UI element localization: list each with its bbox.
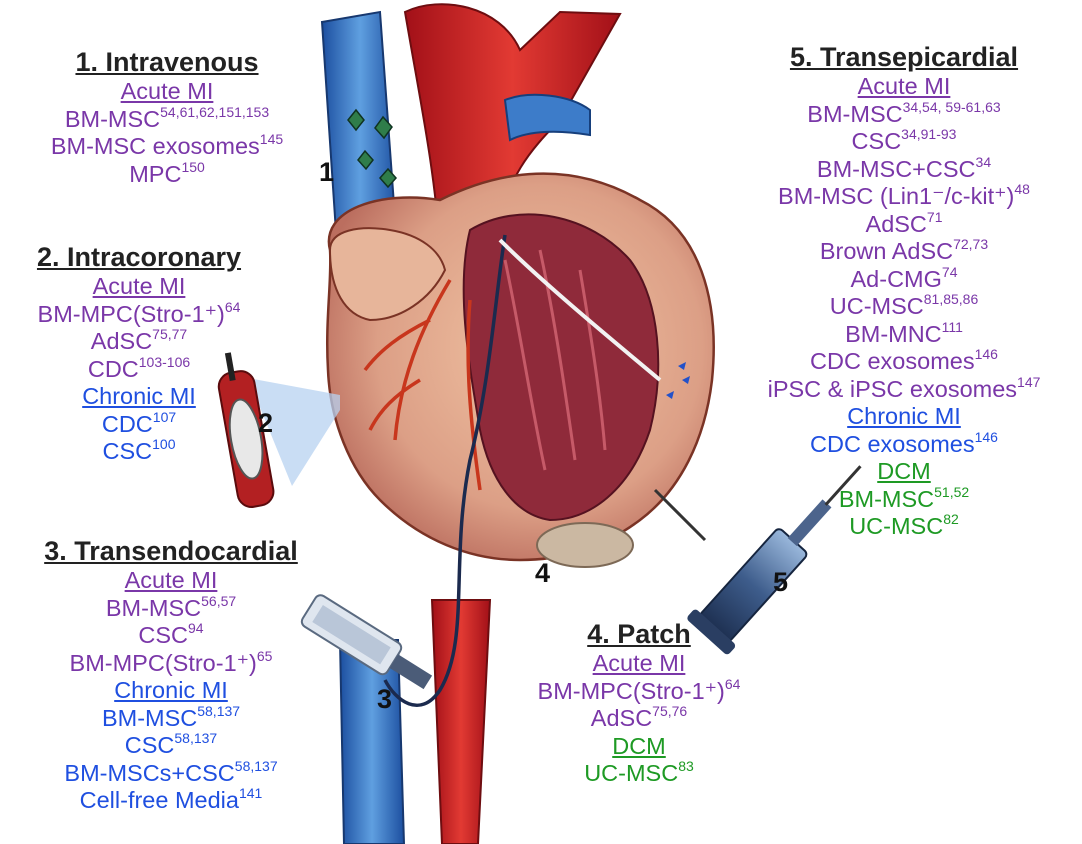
transepicardial-cell-type: CDC exosomes146	[728, 431, 1080, 459]
reference-superscript: 75,76	[652, 703, 687, 719]
reference-superscript: 100	[152, 436, 175, 452]
transepicardial-cell-type: AdSC71	[728, 211, 1080, 239]
intracoronary-category-header: Acute MI	[6, 273, 272, 301]
reference-superscript: 56,57	[201, 593, 236, 609]
transepicardial-category-header: DCM	[728, 458, 1080, 486]
reference-superscript: 51,52	[934, 484, 969, 500]
intravenous-cell-type: BM-MSC exosomes145	[6, 133, 328, 161]
intravenous-category-header: Acute MI	[6, 78, 328, 106]
reference-superscript: 74	[942, 264, 958, 280]
reference-superscript: 103-106	[139, 354, 190, 370]
transendocardial-cell-type: BM-MSCs+CSC58,137	[10, 760, 332, 788]
transepicardial-cell-type: BM-MSC+CSC34	[728, 156, 1080, 184]
transepicardial-cell-type: Ad-CMG74	[728, 266, 1080, 294]
transepicardial-cell-type: UC-MSC82	[728, 513, 1080, 541]
patch-cell-type: BM-MPC(Stro-1⁺)64	[496, 678, 782, 706]
reference-superscript: 48	[1014, 181, 1030, 197]
transendocardial-category-header: Chronic MI	[10, 677, 332, 705]
transendocardial-cell-type: Cell-free Media141	[10, 787, 332, 815]
reference-superscript: 81,85,86	[924, 291, 979, 307]
transepicardial-cell-type: CDC exosomes146	[728, 348, 1080, 376]
transepicardial-cell-type: BM-MSC (Lin1⁻/c-kit⁺)48	[728, 183, 1080, 211]
reference-superscript: 71	[927, 209, 943, 225]
reference-superscript: 111	[942, 319, 963, 335]
transendocardial-cell-type: BM-MPC(Stro-1⁺)65	[10, 650, 332, 678]
reference-superscript: 64	[725, 676, 741, 692]
intravenous-title: 1. Intravenous	[6, 46, 328, 78]
cardiac-patch	[537, 523, 633, 567]
transepicardial-cell-type: BM-MSC34,54, 59-61,63	[728, 101, 1080, 129]
patch-title: 4. Patch	[496, 618, 782, 650]
intravenous-cell-type: BM-MSC54,61,62,151,153	[6, 106, 328, 134]
reference-superscript: 58,137	[197, 703, 240, 719]
reference-superscript: 82	[943, 511, 959, 527]
route-number-4: 4	[535, 558, 550, 589]
transepicardial-title: 5. Transepicardial	[728, 41, 1080, 73]
reference-superscript: 54,61,62,151,153	[160, 104, 269, 120]
transendocardial-cell-type: BM-MSC56,57	[10, 595, 332, 623]
reference-superscript: 58,137	[235, 758, 278, 774]
reference-superscript: 146	[975, 429, 998, 445]
patch-category-header: Acute MI	[496, 650, 782, 678]
transepicardial-cell-type: BM-MSC51,52	[728, 486, 1080, 514]
reference-superscript: 146	[975, 346, 998, 362]
intracoronary-category-header: Chronic MI	[6, 383, 272, 411]
reference-superscript: 34,91-93	[901, 126, 956, 142]
reference-superscript: 64	[225, 299, 241, 315]
reference-superscript: 72,73	[953, 236, 988, 252]
reference-superscript: 94	[188, 620, 204, 636]
reference-superscript: 150	[181, 159, 204, 175]
transepicardial-cell-type: Brown AdSC72,73	[728, 238, 1080, 266]
intracoronary-cell-type: CDC107	[6, 411, 272, 439]
reference-superscript: 65	[257, 648, 273, 664]
transepicardial-cell-type: UC-MSC81,85,86	[728, 293, 1080, 321]
transendocardial-cell-type: CSC94	[10, 622, 332, 650]
reference-superscript: 147	[1017, 374, 1040, 390]
reference-superscript: 34,54, 59-61,63	[903, 99, 1001, 115]
patch-cell-type: UC-MSC83	[496, 760, 782, 788]
transepicardial-cell-type: BM-MNC111	[728, 321, 1080, 349]
patch-cell-type: AdSC75,76	[496, 705, 782, 733]
reference-superscript: 145	[260, 131, 283, 147]
route-number-3: 3	[377, 684, 392, 715]
syringe-needle	[655, 490, 705, 540]
reference-superscript: 34	[976, 154, 992, 170]
intracoronary-title: 2. Intracoronary	[6, 241, 272, 273]
intracoronary-cell-type: BM-MPC(Stro-1⁺)64	[6, 301, 272, 329]
transendocardial-cell-type: CSC58,137	[10, 732, 332, 760]
reference-superscript: 83	[678, 758, 694, 774]
reference-superscript: 75,77	[152, 326, 187, 342]
transepicardial-cell-type: CSC34,91-93	[728, 128, 1080, 156]
transepicardial-category-header: Acute MI	[728, 73, 1080, 101]
descending-aorta	[432, 600, 490, 844]
intravenous-cell-type: MPC150	[6, 161, 328, 189]
transendocardial-category-header: Acute MI	[10, 567, 332, 595]
intracoronary-cell-type: AdSC75,77	[6, 328, 272, 356]
route-number-5: 5	[773, 567, 788, 598]
transendocardial-cell-type: BM-MSC58,137	[10, 705, 332, 733]
transepicardial-category-header: Chronic MI	[728, 403, 1080, 431]
patch-category-header: DCM	[496, 733, 782, 761]
reference-superscript: 141	[239, 785, 262, 801]
intracoronary-cell-type: CSC100	[6, 438, 272, 466]
transendocardial-title: 3. Transendocardial	[10, 535, 332, 567]
reference-superscript: 107	[153, 409, 176, 425]
transepicardial-cell-type: iPSC & iPSC exosomes147	[728, 376, 1080, 404]
reference-superscript: 58,137	[174, 730, 217, 746]
intracoronary-cell-type: CDC103-106	[6, 356, 272, 384]
